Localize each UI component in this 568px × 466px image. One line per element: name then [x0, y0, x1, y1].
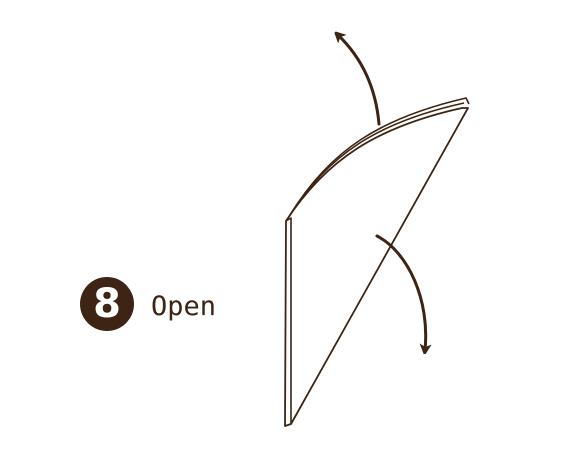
- step-number: 8: [93, 281, 121, 327]
- paper-front-page: [284, 107, 469, 427]
- step-indicator: 8 Open: [80, 277, 216, 331]
- step-label: Open: [151, 290, 217, 322]
- arrow-up-icon: [338, 35, 381, 126]
- paper-spine-edge: [285, 217, 292, 424]
- step-number-badge: 8: [80, 277, 134, 331]
- arrow-down-icon: [375, 234, 426, 350]
- paper-middle-page: [287, 102, 465, 219]
